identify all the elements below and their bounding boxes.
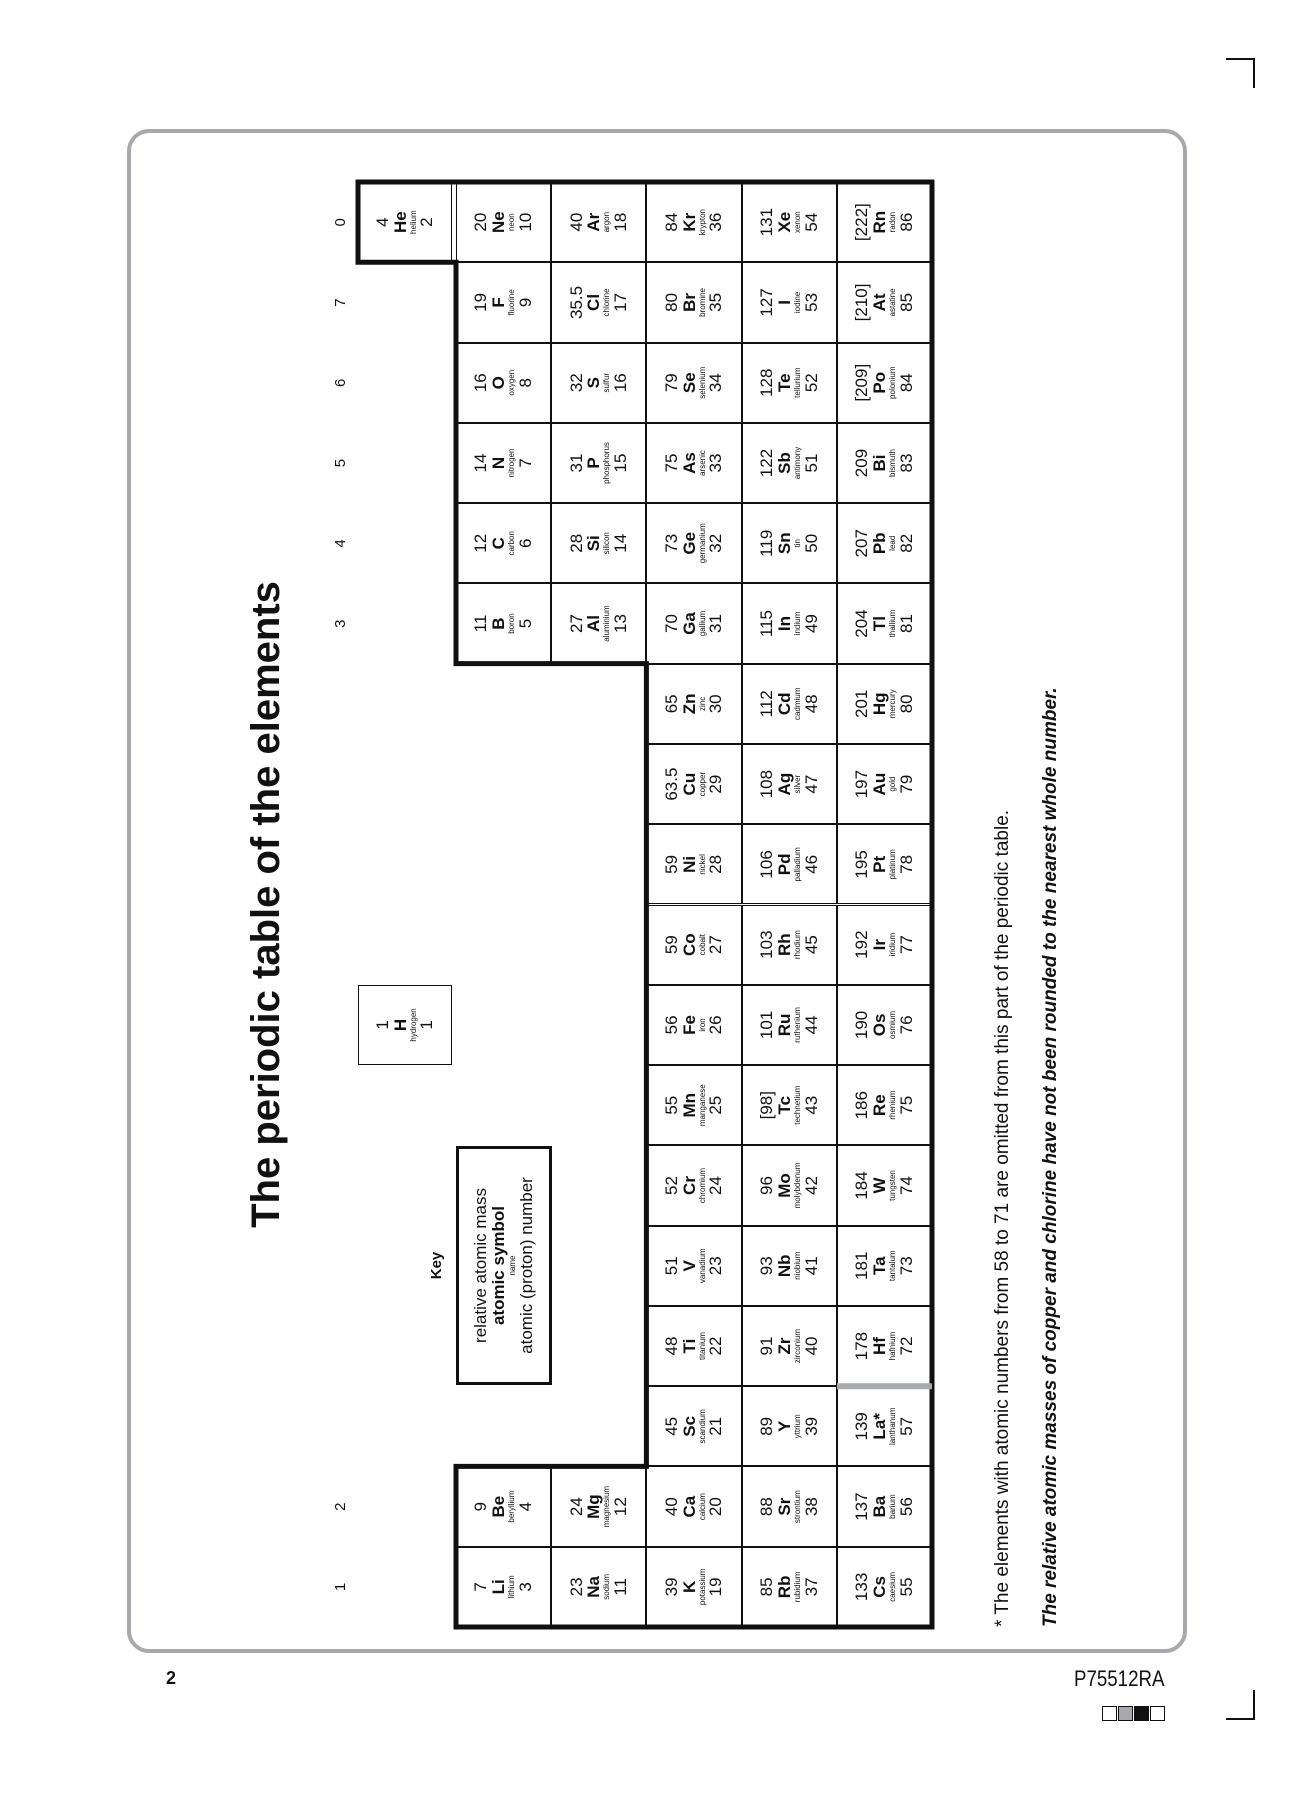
crop-mark-top-h: [1226, 58, 1255, 60]
crop-mark-top: [1253, 58, 1255, 88]
footnote-rounding: The relative atomic masses of copper and…: [1040, 687, 1061, 1627]
barcode-box: [1102, 1706, 1117, 1721]
page-number: 2: [166, 1668, 177, 1688]
paper-code: P75512RA: [1074, 1666, 1165, 1691]
page-frame: [127, 129, 1187, 1653]
crop-mark-bottom: [1253, 1690, 1255, 1720]
barcode-box: [1118, 1706, 1133, 1721]
footnote-omitted: * The elements with atomic numbers from …: [992, 809, 1013, 1627]
barcode-box: [1150, 1706, 1165, 1721]
barcode-boxes: [1102, 1706, 1166, 1721]
barcode-box: [1134, 1706, 1149, 1721]
crop-mark-bottom-h: [1226, 1718, 1255, 1720]
thick-outline: [355, 179, 935, 1630]
table-outline: [355, 179, 935, 1630]
